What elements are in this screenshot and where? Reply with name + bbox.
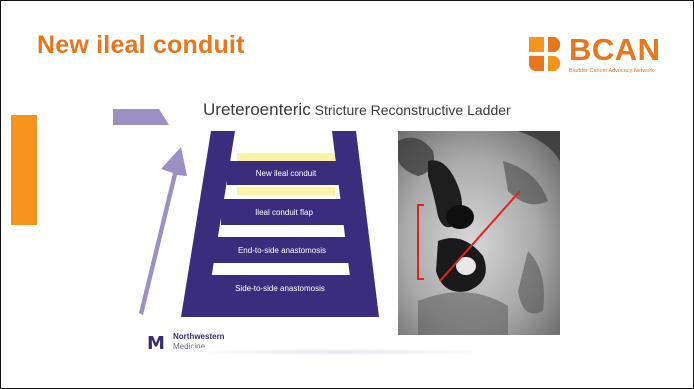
ladder-top-bar <box>113 109 169 125</box>
rung-label: Side-to-side anastomosis <box>203 284 357 293</box>
footer-shadow <box>191 348 491 356</box>
rung-label: Ileal conduit flap <box>221 208 347 217</box>
institution-name: Northwestern <box>173 332 225 341</box>
rung-highlight <box>237 153 335 161</box>
rung-label: New ileal conduit <box>227 169 345 178</box>
rung-gap <box>229 227 343 235</box>
rung-bottom <box>201 301 363 317</box>
northwestern-medicine-icon: M <box>147 333 165 354</box>
ladder-up-arrow <box>139 147 187 315</box>
rung-highlight <box>237 187 335 195</box>
fluoroscopy-image <box>398 131 560 335</box>
rung-gap <box>221 265 347 273</box>
rung-label: End-to-side anastomosis <box>213 246 351 255</box>
